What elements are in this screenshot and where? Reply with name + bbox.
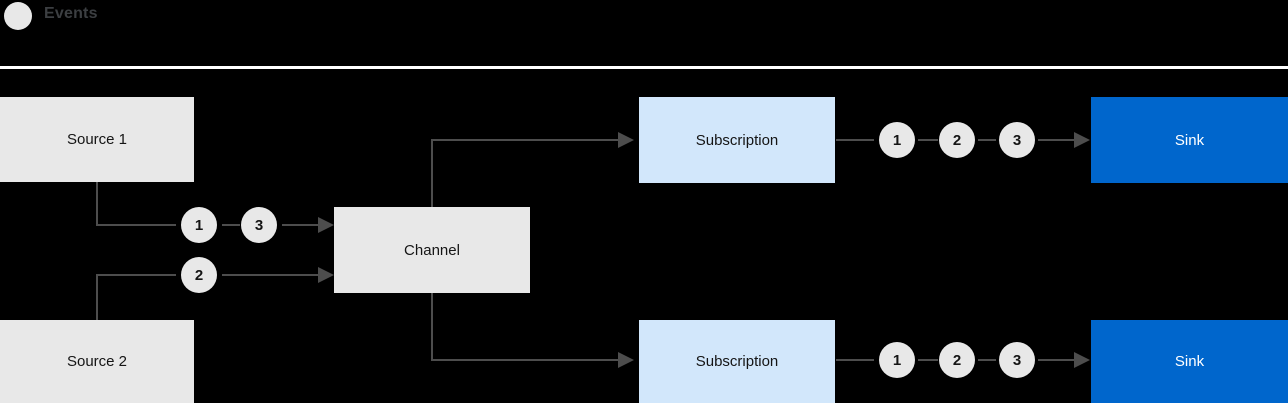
node-source-1[interactable]: Source 1 xyxy=(0,97,194,182)
event-badge: 2 xyxy=(181,257,217,293)
node-sink-bottom[interactable]: Sink xyxy=(1091,320,1288,403)
event-badge: 1 xyxy=(181,207,217,243)
node-sink-bottom-label: Sink xyxy=(1174,353,1205,370)
event-badge: 2 xyxy=(939,342,975,378)
node-subscription-top[interactable]: Subscription xyxy=(639,97,835,183)
node-sink-top-label: Sink xyxy=(1174,131,1205,149)
node-subscription-bottom[interactable]: Subscription xyxy=(639,320,835,403)
legend-label: Events xyxy=(44,5,98,22)
event-badge: 3 xyxy=(241,207,277,243)
header-divider xyxy=(0,66,1288,69)
node-sink-top[interactable]: Sink xyxy=(1091,97,1288,183)
event-badge: 2 xyxy=(939,122,975,158)
circle-icon xyxy=(4,2,32,30)
event-badge: 1 xyxy=(879,342,915,378)
node-channel-label: Channel xyxy=(404,241,460,259)
node-source-2-label: Source 2 xyxy=(66,353,128,370)
node-channel[interactable]: Channel xyxy=(334,207,530,293)
node-subscription-bottom-label: Subscription xyxy=(695,353,779,370)
node-subscription-top-label: Subscription xyxy=(695,131,779,149)
event-badge: 3 xyxy=(999,122,1035,158)
event-badge: 1 xyxy=(879,122,915,158)
node-source-1-label: Source 1 xyxy=(66,131,128,148)
node-source-2[interactable]: Source 2 xyxy=(0,320,194,403)
event-badge: 3 xyxy=(999,342,1035,378)
